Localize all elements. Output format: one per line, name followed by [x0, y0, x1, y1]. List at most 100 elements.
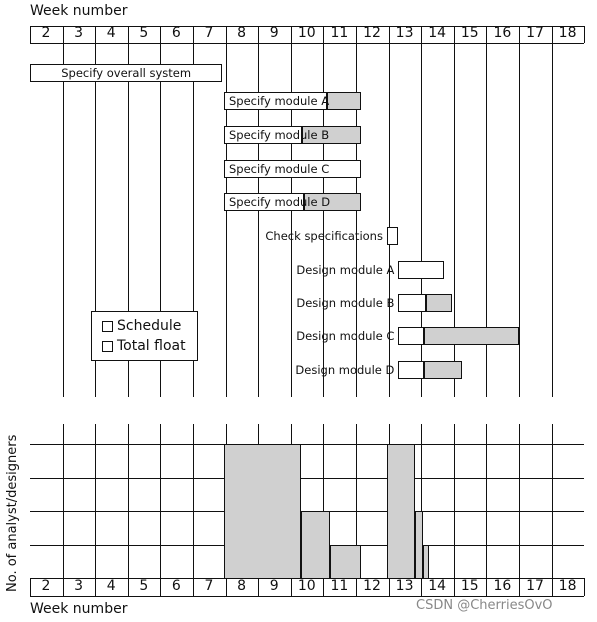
grid-line — [62, 424, 64, 596]
grid-line — [95, 424, 97, 596]
bottom-tick-label: 16 — [493, 578, 512, 594]
grid-line — [62, 26, 64, 397]
histogram-grid-line — [30, 444, 585, 445]
grid-line — [30, 578, 31, 596]
top-tick-label: 9 — [269, 25, 279, 41]
legend-float-label: Total float — [117, 338, 186, 354]
top-tick-label: 4 — [106, 25, 116, 41]
resource-step — [422, 544, 430, 578]
bottom-tick-label: 5 — [139, 578, 149, 594]
grid-line — [323, 26, 325, 397]
task-label: Design module A — [296, 263, 395, 277]
schedule-swatch-icon — [102, 320, 113, 332]
task-label: Check specifications — [265, 229, 383, 243]
grid-line — [127, 424, 129, 596]
grid-line — [584, 578, 586, 596]
float-swatch-icon — [102, 340, 113, 352]
y-axis-title: No. of analyst/designers — [5, 434, 20, 592]
task-label: Specify module C — [228, 162, 330, 176]
top-tick-label: 12 — [363, 25, 381, 41]
grid-line — [356, 424, 357, 596]
top-tick-label: 11 — [330, 25, 349, 41]
task-label: Design module C — [296, 329, 395, 343]
bottom-tick-label: 14 — [428, 578, 447, 594]
schedule-bar — [398, 327, 425, 345]
top-tick-label: 2 — [41, 25, 51, 41]
grid-line — [551, 424, 553, 596]
grid-line — [258, 26, 260, 397]
total-float-bar — [302, 126, 361, 144]
bottom-tick-label: 7 — [204, 578, 214, 594]
grid-line — [160, 26, 162, 397]
bottom-tick-label: 15 — [460, 578, 479, 594]
bottom-tick-label: 13 — [395, 578, 414, 594]
bottom-tick-label: 6 — [171, 578, 181, 594]
bottom-axis-title: Week number — [30, 601, 128, 617]
task-label: Specify module D — [228, 195, 331, 209]
schedule-bar — [30, 64, 223, 82]
grid-line — [486, 424, 488, 596]
resource-step — [414, 511, 423, 578]
bottom-tick-label: 10 — [297, 578, 316, 594]
grid-line — [584, 26, 586, 43]
grid-line — [388, 26, 390, 397]
total-float-bar — [424, 361, 462, 379]
grid-line — [486, 26, 488, 397]
schedule-bar — [223, 126, 303, 144]
grid-line — [453, 26, 455, 397]
grid-line — [421, 424, 423, 596]
grid-line — [30, 26, 31, 43]
top-tick-line-lower — [30, 43, 585, 44]
legend-item-total-float: Total float — [102, 338, 186, 354]
task-label: Design module B — [296, 296, 395, 310]
total-float-bar — [426, 294, 453, 312]
schedule-bar — [398, 361, 425, 379]
task-label: Specify overall system — [61, 66, 192, 80]
resource-step — [386, 444, 415, 578]
grid-line — [160, 424, 162, 596]
resource-step — [329, 544, 361, 578]
bottom-tick-label: 12 — [363, 578, 381, 594]
top-tick-label: 10 — [297, 25, 316, 41]
bottom-tick-label: 18 — [558, 578, 577, 594]
total-float-bar — [424, 327, 519, 345]
grid-line — [519, 26, 520, 397]
grid-line — [193, 424, 194, 596]
bottom-tick-label: 9 — [269, 578, 279, 594]
legend: Schedule Total float — [91, 311, 198, 361]
top-tick-label: 7 — [204, 25, 214, 41]
total-float-bar — [303, 193, 361, 211]
top-tick-label: 15 — [460, 25, 479, 41]
bottom-tick-label: 3 — [74, 578, 84, 594]
schedule-bar — [398, 294, 427, 312]
grid-line — [290, 26, 292, 397]
top-tick-label: 17 — [526, 25, 544, 41]
grid-line — [193, 26, 194, 397]
grid-line — [421, 26, 423, 397]
grid-line — [95, 26, 97, 397]
histogram-grid-line — [30, 477, 585, 479]
top-tick-label: 8 — [237, 25, 247, 41]
bottom-tick-label: 17 — [526, 578, 544, 594]
bottom-tick-line-upper — [30, 578, 585, 579]
grid-line — [323, 424, 325, 596]
resource-step — [223, 444, 301, 578]
top-tick-line-upper — [30, 26, 585, 27]
top-tick-label: 6 — [171, 25, 181, 41]
legend-schedule-label: Schedule — [117, 318, 182, 334]
schedule-bar — [223, 160, 361, 178]
schedule-bar — [398, 261, 444, 279]
top-tick-label: 13 — [395, 25, 414, 41]
bottom-tick-label: 8 — [237, 578, 247, 594]
resource-step — [300, 511, 330, 578]
top-tick-label: 14 — [428, 25, 447, 41]
grid-line — [453, 424, 455, 596]
schedule-bar — [223, 193, 304, 211]
top-tick-label: 3 — [74, 25, 84, 41]
grid-line — [127, 26, 129, 397]
bottom-tick-label: 2 — [41, 578, 51, 594]
task-label: Specify module A — [228, 94, 330, 108]
bottom-tick-label: 11 — [330, 578, 349, 594]
schedule-bar — [386, 227, 399, 245]
